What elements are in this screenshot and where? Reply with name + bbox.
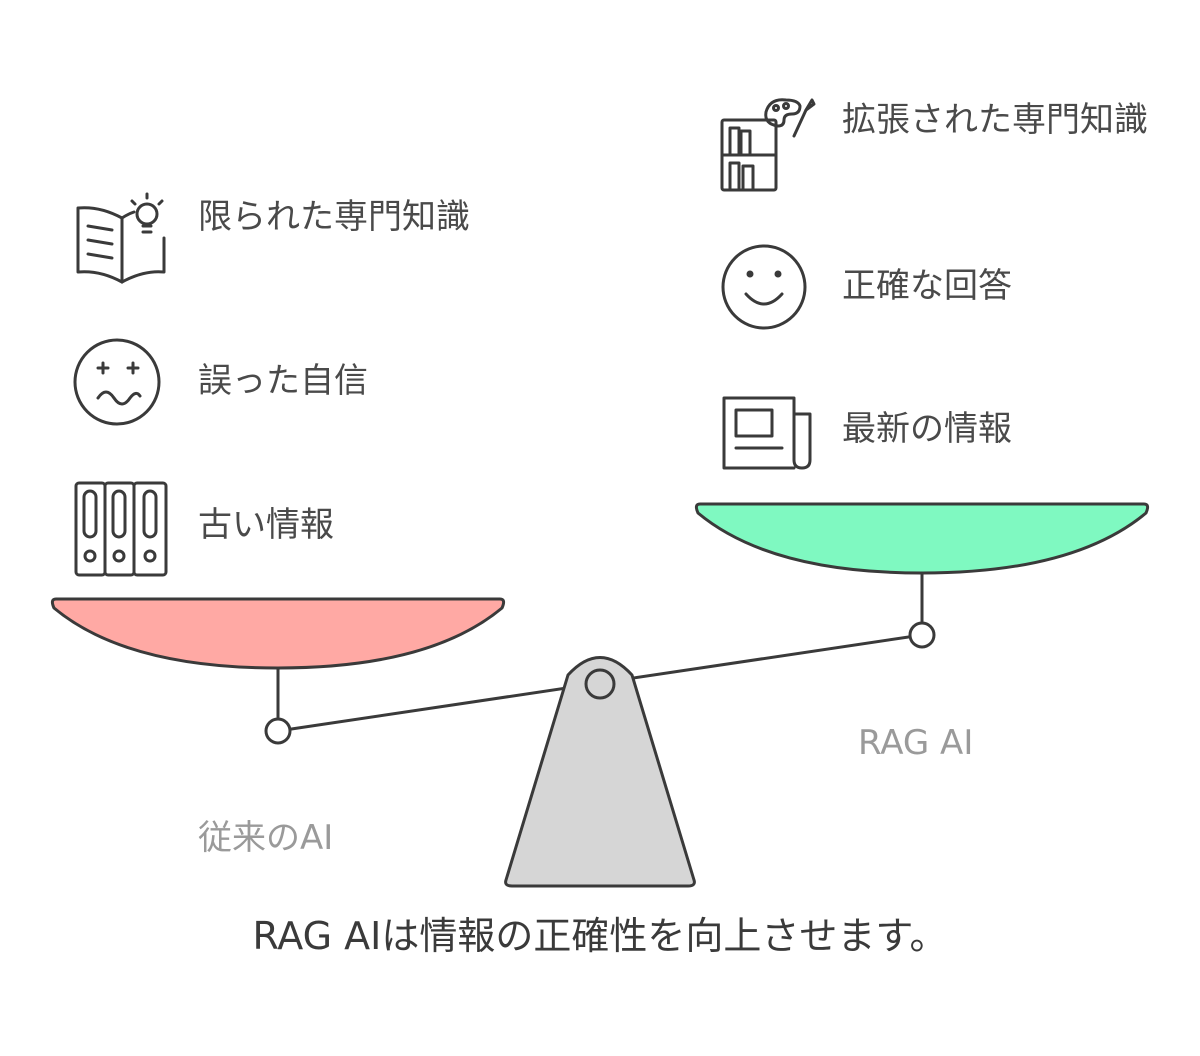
right-side-title: RAG AI (858, 723, 974, 763)
item-outdated-info: 古い情報 (198, 505, 334, 545)
item-accurate-answers: 正確な回答 (842, 266, 1012, 306)
item-false-confidence: 誤った自信 (198, 361, 368, 401)
fulcrum (504, 656, 696, 888)
pan-left (50, 597, 506, 670)
bookshelf-palette-icon (720, 98, 816, 192)
left-side-title: 従来のAI (198, 818, 334, 858)
newspaper-icon (722, 396, 812, 470)
item-limited-expertise: 限られた専門知識 (198, 197, 470, 237)
item-expanded-expertise: 拡張された専門知識 (842, 100, 1148, 140)
pan-right (694, 502, 1150, 575)
diagram-caption: RAG AIは情報の正確性を向上させます。 (252, 914, 948, 958)
fulcrum-pivot (584, 668, 616, 700)
book-lightbulb-icon (76, 192, 166, 284)
right-hinge (908, 621, 936, 649)
binders-icon (74, 481, 168, 577)
left-hinge (264, 717, 292, 745)
item-latest-info: 最新の情報 (842, 409, 1012, 449)
smiley-face-icon (721, 244, 807, 330)
confused-face-icon (73, 338, 161, 426)
